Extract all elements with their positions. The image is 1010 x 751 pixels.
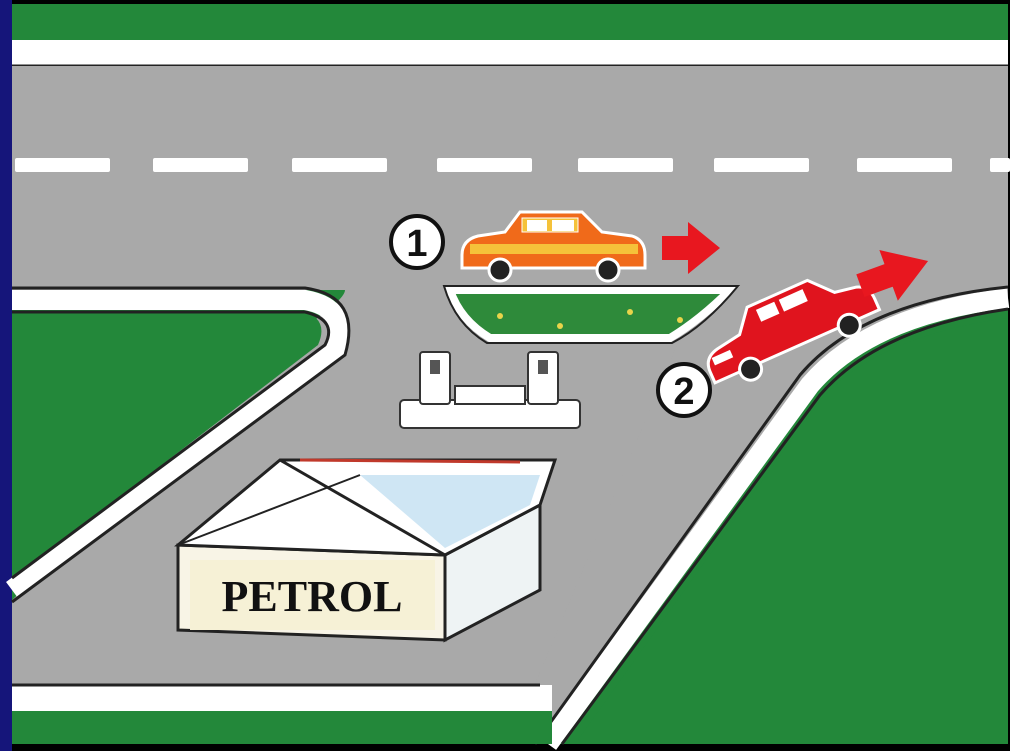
bottom-grass-strip xyxy=(12,711,552,744)
frame-blue-edge xyxy=(0,0,12,751)
island-grass xyxy=(450,290,730,338)
marker-1-label: 1 xyxy=(406,223,427,265)
petrol-sign-text: PETROL xyxy=(222,572,403,621)
top-curb xyxy=(12,40,1008,66)
marker-2: 2 xyxy=(658,364,710,416)
bottom-curb xyxy=(12,685,552,711)
center-dashed-line xyxy=(15,158,1010,172)
marker-1: 1 xyxy=(391,216,443,268)
marker-2-label: 2 xyxy=(673,371,694,413)
